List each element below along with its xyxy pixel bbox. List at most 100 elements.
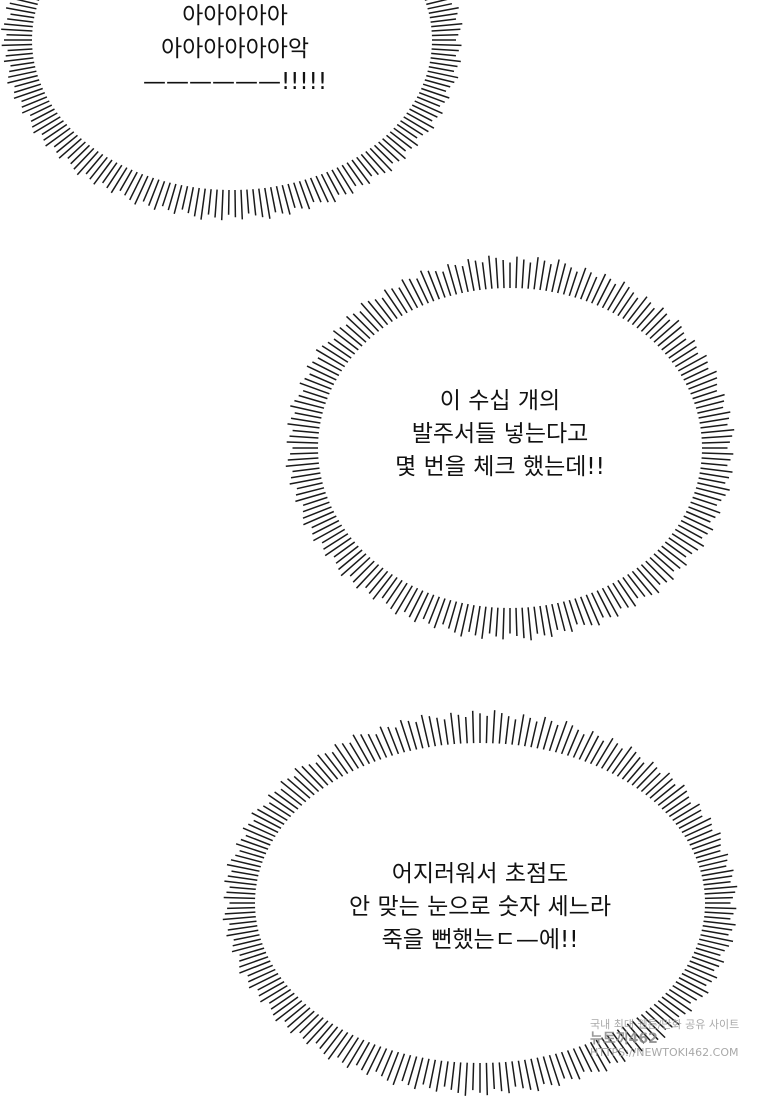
bubble-3-text: 어지러워서 초점도 안 맞는 눈으로 숫자 세느라 죽을 뻔했는ㄷ—에!! [320,858,640,957]
watermark-line-3: HTTPS://NEWTOKI462.COM [590,1046,739,1059]
burst-3-ray [334,743,354,772]
burst-2-ray [692,496,718,507]
burst-3-ray [665,796,690,814]
burst-2-ray [311,515,337,529]
burst-3-ray [704,891,736,895]
burst-2-ray [698,411,731,419]
burst-1-ray [56,134,78,154]
burst-3-ray [678,815,703,829]
burst-3-ray [464,716,468,744]
burst-2-ray [661,545,688,566]
burst-3-ray [223,896,256,900]
burst-2-ray [488,607,493,634]
burst-3-ray [471,710,475,744]
burst-2-ray [434,270,446,298]
burst-3-ray [224,911,256,915]
bubble-1-line-3: ——————!!!!! [142,69,328,95]
burst-1-ray [153,180,166,211]
burst-1-ray [119,169,133,192]
burst-2-ray [521,607,525,639]
burst-3-ray [315,762,334,783]
burst-1-ray [13,83,42,94]
burst-3-ray [352,734,371,765]
burst-1-ray [67,141,86,159]
burst-1-ray [431,52,456,57]
watermark-line-1: 국내 최대 웹툰/만화 공유 사이트 [590,1018,740,1031]
burst-2-ray [289,435,319,439]
burst-3-ray [319,1026,339,1050]
burst-1-ray [431,48,459,52]
burst-2-ray [677,524,703,539]
burst-2-ray [671,346,697,363]
burst-3-ray [229,886,256,891]
burst-2-ray [698,477,726,484]
burst-3-ray [242,827,273,842]
burst-2-ray [636,567,660,594]
burst-1-ray [430,57,461,63]
burst-2-ray [309,373,335,386]
burst-2-ray [685,510,711,523]
burst-3-ray [657,784,685,806]
burst-2-ray [607,585,622,609]
burst-2-ray [701,462,728,467]
burst-2-ray [474,260,481,291]
burst-3-ray [428,716,437,747]
burst-3-ray [287,778,311,799]
burst-2-ray [453,602,464,633]
burst-1-ray [426,0,448,6]
burst-1-ray [58,138,82,159]
burst-3-ray [554,720,568,753]
burst-1-ray [89,156,108,180]
burst-2-ray [295,491,326,503]
burst-3-ray [349,742,365,767]
burst-2-ray [360,302,384,329]
burst-3-ray [428,1059,437,1089]
burst-2-ray [551,259,560,293]
burst-3-ray [653,783,676,803]
burst-3-ray [302,1017,324,1040]
burst-3-ray [668,802,692,818]
burst-3-ray [258,981,285,997]
burst-2-ray [585,594,601,626]
burst-2-ray [285,462,319,467]
burst-2-ray [649,556,675,581]
burst-2-ray [697,406,724,414]
burst-3-ray [415,721,424,749]
burst-2-ray [699,417,730,424]
burst-outline-2 [285,255,735,641]
burst-2-ray [591,592,604,618]
burst-1-ray [1,28,33,32]
burst-3-ray [308,763,329,786]
burst-2-ray [416,278,429,304]
burst-3-ray [239,849,265,859]
burst-1-ray [21,91,46,103]
burst-2-ray [671,533,699,551]
burst-1-ray [331,169,347,195]
burst-3-ray [262,805,288,822]
burst-1-ray [246,189,250,214]
burst-3-ray [704,906,737,910]
burst-2-ray [596,278,612,306]
burst-3-ray [299,1013,320,1034]
burst-1-ray [293,182,303,209]
burst-2-ray [683,515,714,531]
burst-3-ray [267,794,295,814]
burst-2-ray [617,292,635,317]
burst-2-ray [574,267,587,298]
burst-3-ray [640,772,661,793]
burst-3-ray [684,823,713,838]
burst-3-ray [227,875,258,881]
burst-3-ray [649,778,673,799]
burst-2-ray [355,564,380,589]
burst-1-ray [429,61,458,68]
burst-3-ray [346,1039,365,1069]
burst-2-ray [661,332,685,351]
burst-3-ray [492,1062,496,1090]
burst-2-ray [317,357,343,372]
burst-1-ray [30,108,55,122]
burst-3-ray [443,1061,449,1087]
burst-3-ray [616,1029,636,1054]
burst-2-ray [674,352,699,368]
burst-3-ray [693,951,725,963]
